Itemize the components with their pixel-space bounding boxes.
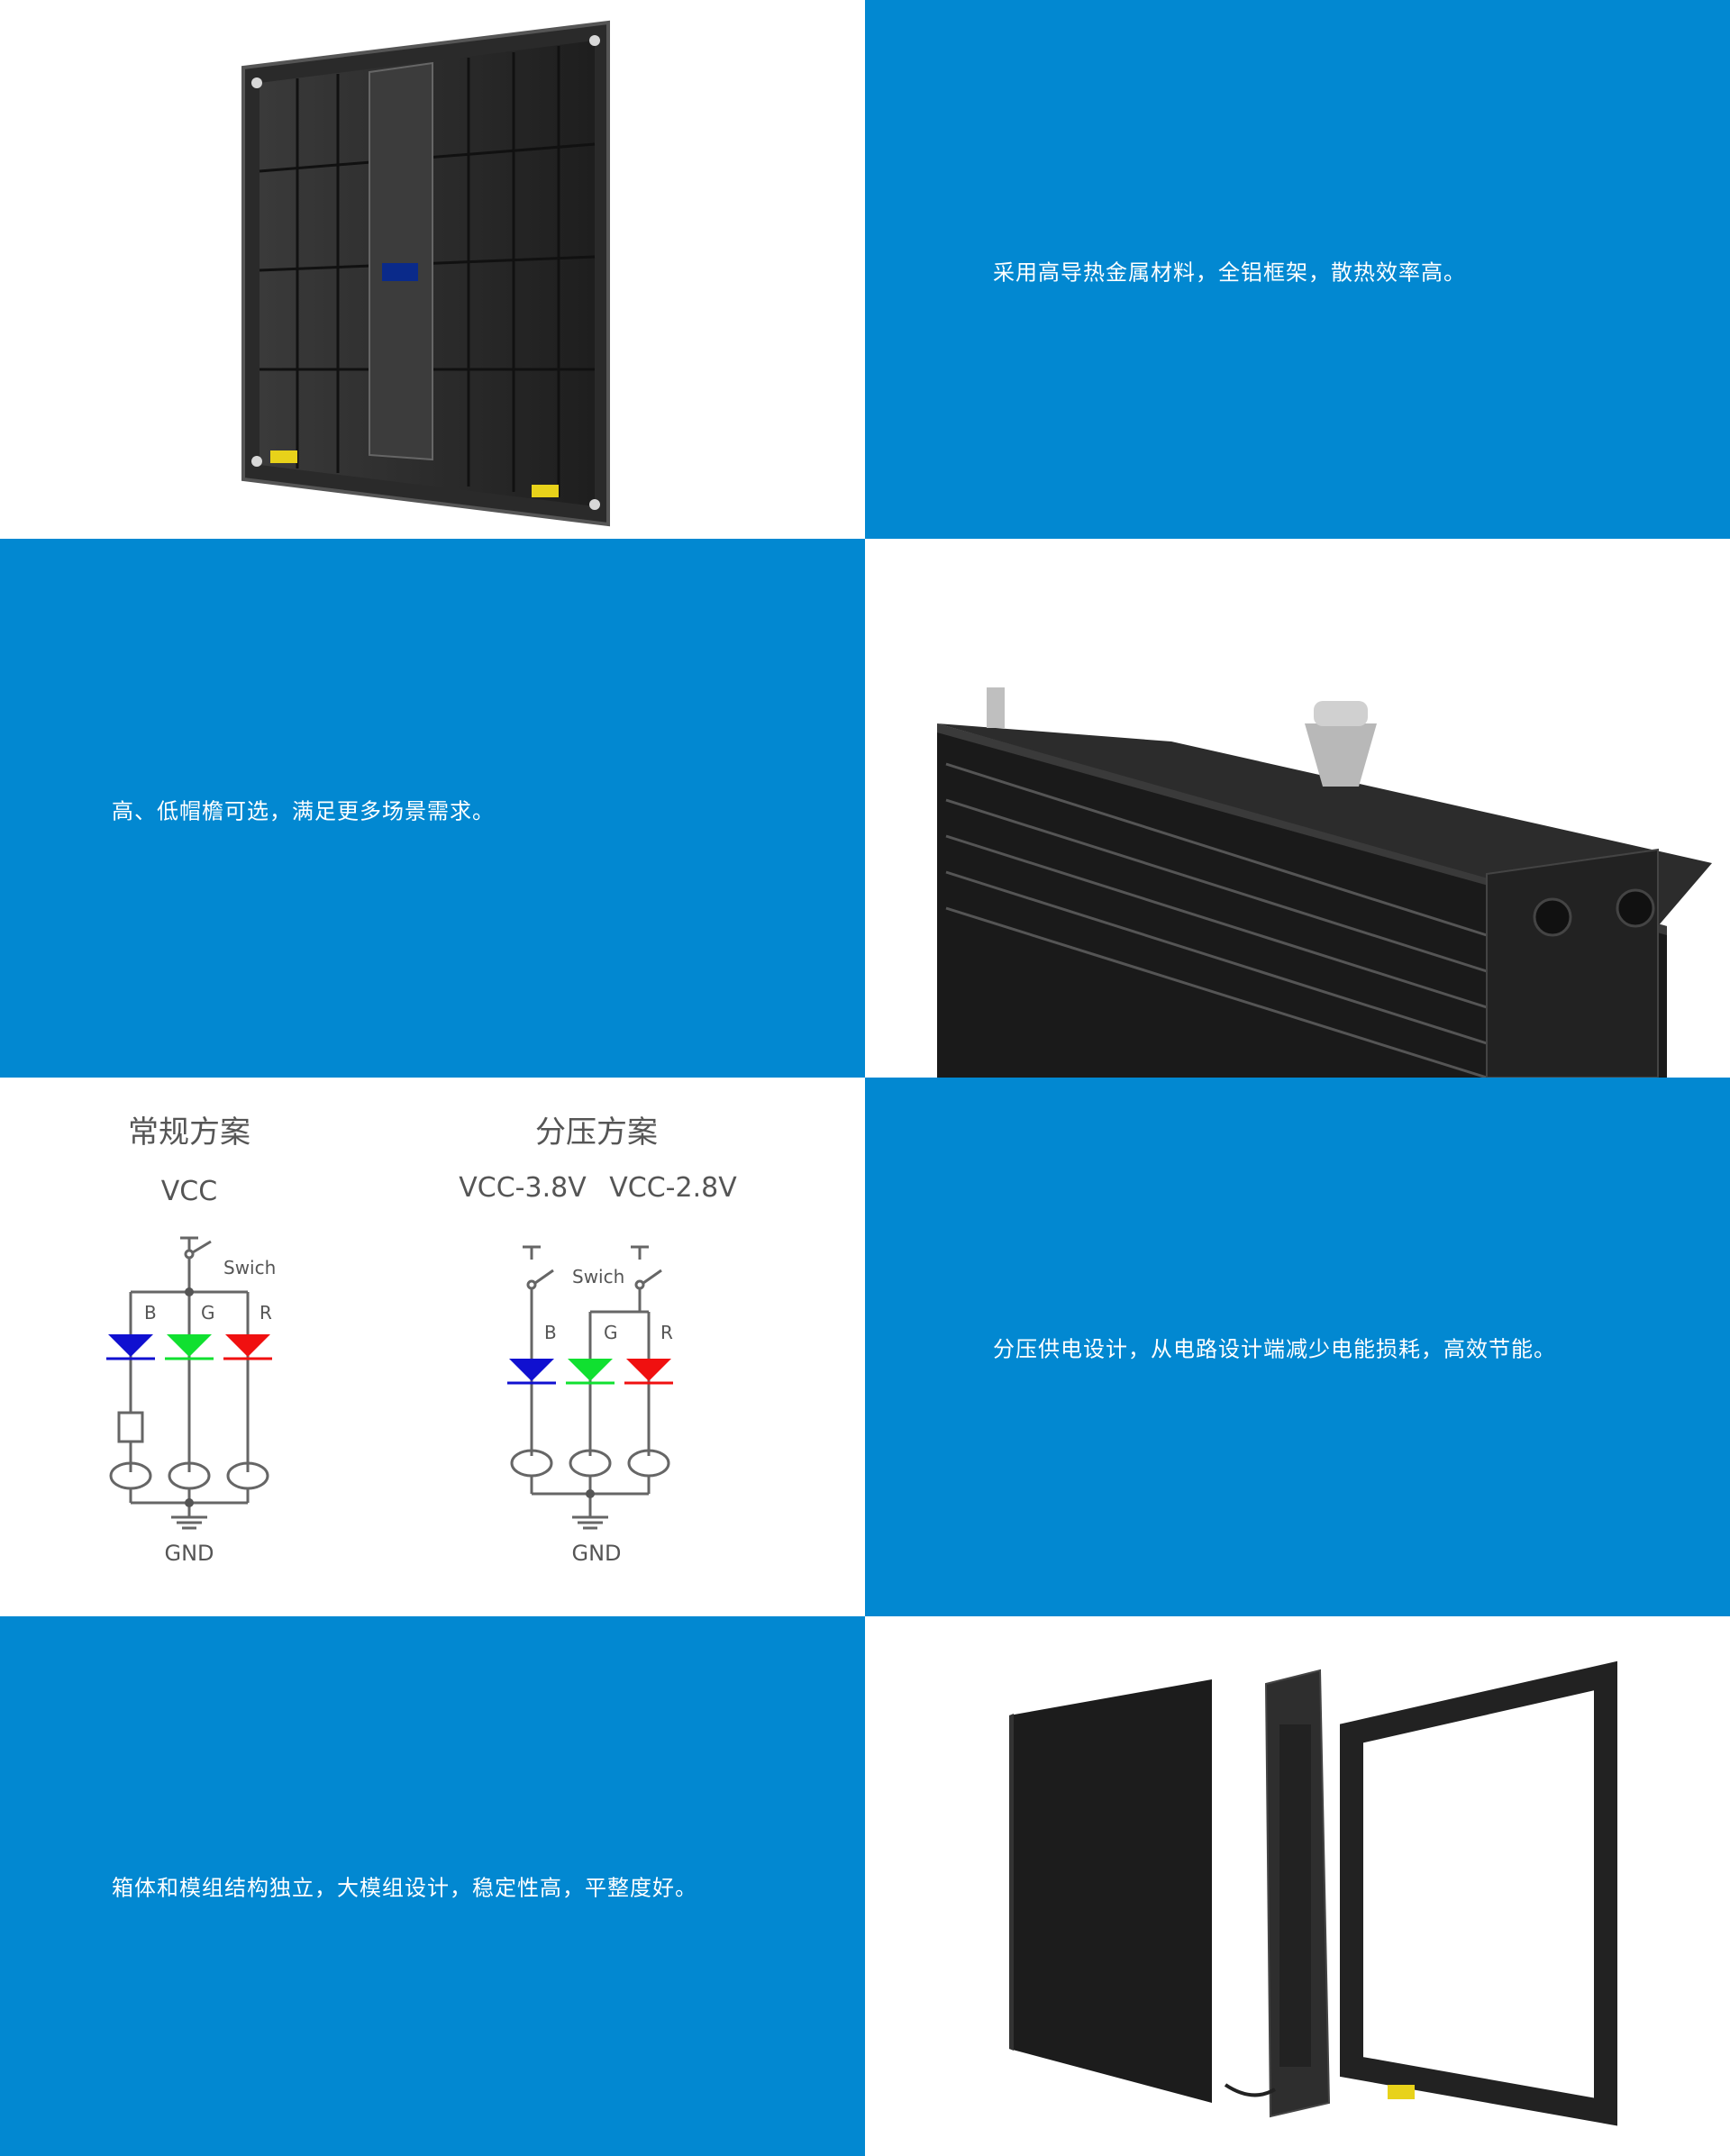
caption-voltage-division: 分压供电设计，从电路设计端减少电能损耗，高效节能。	[993, 1336, 1556, 1362]
right-channel-r: R	[660, 1322, 673, 1343]
cabinet-rear-image	[0, 0, 865, 539]
caption-modular-structure: 箱体和模组结构独立，大模组设计，稳定性高，平整度好。	[112, 1875, 697, 1901]
left-scheme-title: 常规方案	[128, 1114, 250, 1151]
right-supply-a: VCC-3.8V	[459, 1172, 587, 1204]
right-channel-g: G	[604, 1322, 618, 1343]
left-led-red	[225, 1334, 270, 1357]
left-ground-label: GND	[164, 1541, 214, 1566]
exploded-view-image	[865, 1616, 1730, 2156]
left-channel-b: B	[144, 1302, 157, 1324]
caption-heat-dissipation: 采用高导热金属材料，全铝框架，散热效率高。	[993, 259, 1466, 286]
right-led-green	[568, 1359, 613, 1381]
left-led-green	[167, 1334, 212, 1357]
left-channel-g: G	[201, 1302, 215, 1324]
right-channel-b: B	[544, 1322, 557, 1343]
left-led-blue	[108, 1334, 153, 1357]
left-switch-label: Swich	[223, 1257, 276, 1278]
right-led-red	[626, 1359, 671, 1381]
feature-voltage-division: 分压供电设计，从电路设计端减少电能损耗，高效节能。	[865, 1078, 1730, 1616]
circuit-diagram: 常规方案 VCC	[0, 1078, 865, 1616]
caption-eave-options: 高、低帽檐可选，满足更多场景需求。	[112, 798, 495, 824]
right-led-blue	[509, 1359, 554, 1381]
right-supply-b: VCC-2.8V	[609, 1172, 737, 1204]
module-edge-image	[865, 539, 1730, 1078]
left-supply-label: VCC	[161, 1176, 217, 1207]
left-channel-r: R	[260, 1302, 272, 1324]
right-switch-label: Swich	[572, 1266, 624, 1287]
feature-modular-structure: 箱体和模组结构独立，大模组设计，稳定性高，平整度好。	[0, 1616, 865, 2156]
feature-eave-options: 高、低帽檐可选，满足更多场景需求。	[0, 539, 865, 1078]
right-scheme-title: 分压方案	[535, 1114, 658, 1151]
right-ground-label: GND	[571, 1541, 621, 1566]
feature-heat-dissipation: 采用高导热金属材料，全铝框架，散热效率高。	[865, 0, 1730, 539]
